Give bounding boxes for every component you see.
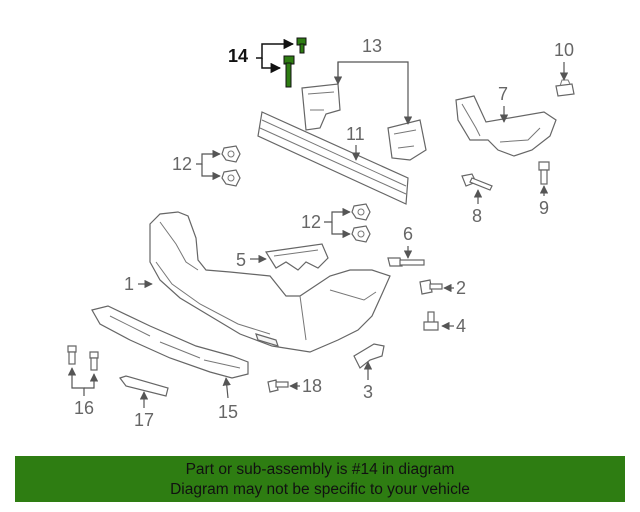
part-14-bolts[interactable]	[283, 37, 307, 88]
callout-8: 8	[472, 189, 483, 226]
callout-4: 4	[441, 316, 466, 336]
callout-2: 2	[443, 278, 466, 298]
part-9-screw[interactable]	[538, 161, 550, 185]
callout-8-label: 8	[472, 206, 482, 226]
callout-10: 10	[554, 40, 574, 81]
callout-16: 16	[67, 367, 99, 418]
callout-12-upper-label: 12	[172, 154, 192, 174]
callout-7-label: 7	[498, 84, 508, 104]
callout-9: 9	[539, 185, 549, 218]
banner-line-1: Part or sub-assembly is #14 in diagram	[185, 461, 455, 478]
callout-13-label: 13	[362, 36, 382, 56]
callout-12-lower-label: 12	[301, 212, 321, 232]
callout-3: 3	[363, 361, 373, 402]
callout-15-label: 15	[218, 402, 238, 422]
part-13-brackets[interactable]	[301, 83, 427, 161]
part-18-screw[interactable]	[267, 379, 289, 393]
callout-1-label: 1	[124, 274, 134, 294]
callout-6-label: 6	[403, 224, 413, 244]
callout-4-label: 4	[456, 316, 466, 336]
callout-10-label: 10	[554, 40, 574, 60]
callout-16-label: 16	[74, 398, 94, 418]
callout-14-label: 14	[228, 46, 248, 66]
callout-7: 7	[498, 84, 509, 123]
callout-17: 17	[134, 391, 154, 430]
part-7-bracket[interactable]	[455, 95, 557, 157]
part-2-screw[interactable]	[419, 279, 443, 295]
callout-5: 5	[236, 250, 267, 270]
part-11-reinforcement[interactable]	[257, 111, 409, 205]
callout-6: 6	[403, 224, 413, 259]
callout-9-label: 9	[539, 198, 549, 218]
part-16-bolts[interactable]	[67, 345, 99, 371]
bumper-parts-diagram: 14 13 11 12 12	[67, 36, 575, 430]
callout-17-label: 17	[134, 410, 154, 430]
part-4-screw[interactable]	[423, 311, 439, 331]
callout-3-label: 3	[363, 382, 373, 402]
callout-5-label: 5	[236, 250, 246, 270]
part-1-bumper-cover[interactable]	[149, 211, 391, 353]
part-6-bolt[interactable]	[387, 257, 425, 267]
part-10-nut[interactable]	[555, 79, 575, 97]
callout-2-label: 2	[456, 278, 466, 298]
part-3-guard[interactable]	[353, 343, 385, 369]
callout-14: 14	[228, 38, 295, 74]
part-15-deflector[interactable]	[91, 305, 249, 379]
part-info-banner: Part or sub-assembly is #14 in diagram D…	[15, 456, 625, 502]
callout-11: 11	[346, 124, 365, 161]
callout-13: 13	[333, 36, 413, 125]
part-5-support[interactable]	[265, 243, 329, 271]
part-12-clips-lower[interactable]	[351, 203, 371, 243]
callout-11-label: 11	[346, 124, 365, 144]
callout-1: 1	[124, 274, 153, 294]
callout-15: 15	[218, 377, 238, 422]
banner-line-2: Diagram may not be specific to your vehi…	[170, 481, 470, 498]
part-17-strip[interactable]	[119, 375, 169, 397]
callout-12-lower: 12	[301, 207, 351, 239]
part-12-clips-upper[interactable]	[221, 145, 241, 187]
callout-18-label: 18	[302, 376, 322, 396]
part-8-fastener[interactable]	[461, 173, 493, 191]
callout-18: 18	[289, 376, 322, 396]
callout-12-upper: 12	[172, 149, 221, 181]
